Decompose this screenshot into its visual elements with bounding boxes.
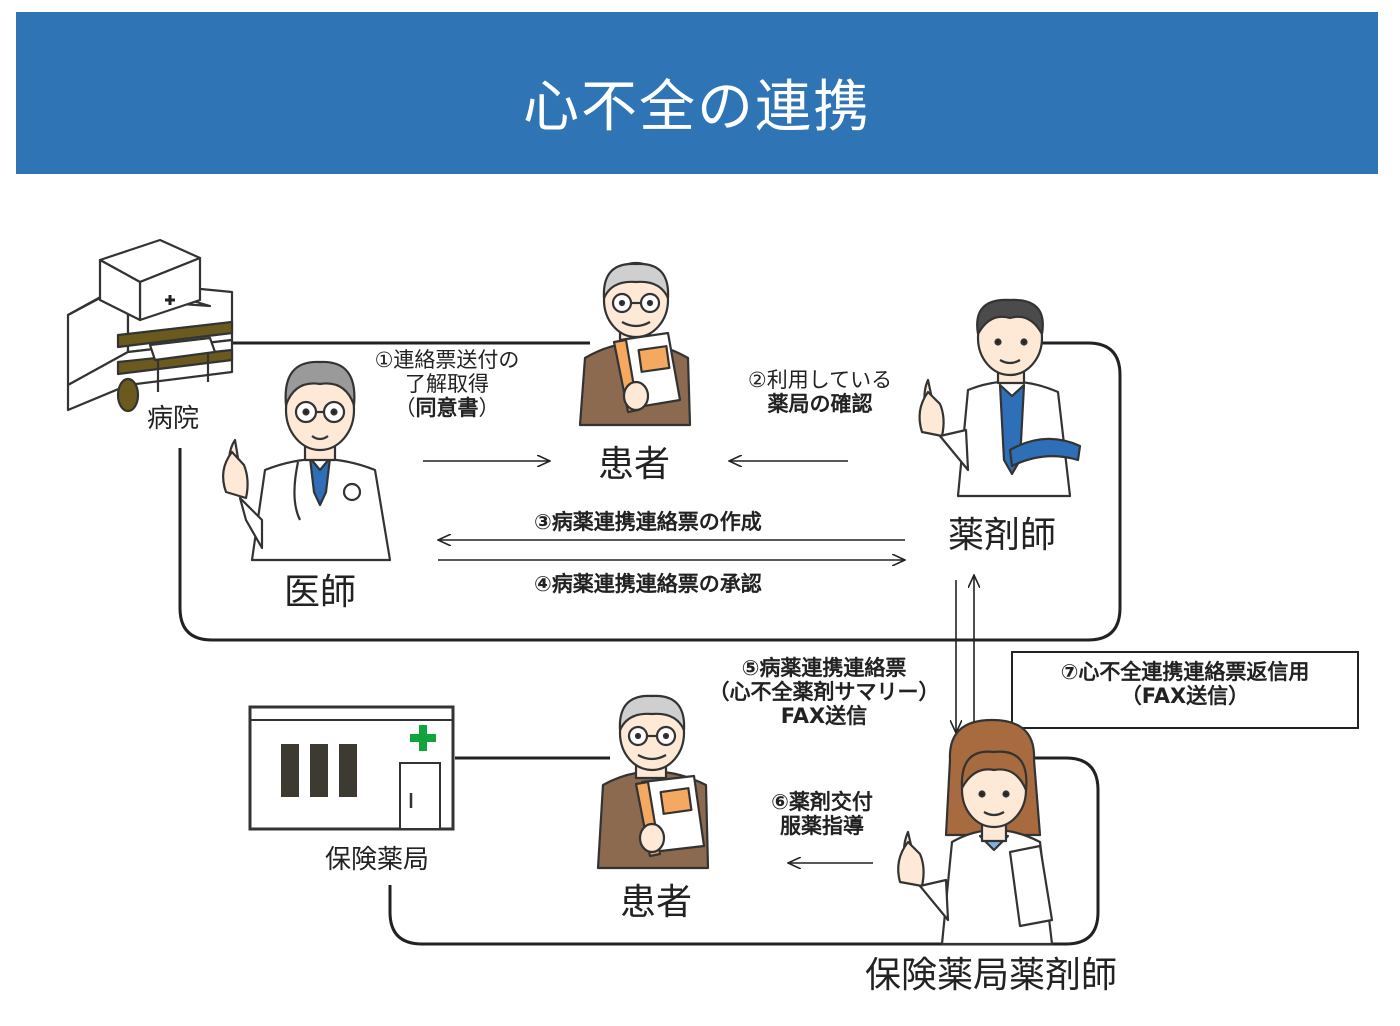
pharmacy-team-box — [388, 756, 1100, 946]
patient-top-figure — [578, 261, 692, 427]
pharmacy-label: 保険薬局 — [325, 845, 430, 875]
step5-line1: ⑤病薬連携連絡票 — [741, 656, 907, 680]
pharmacy-pharmacist-figure — [897, 718, 1054, 946]
step2-line1: ②利用している — [747, 368, 893, 392]
step5-line3: FAX送信 — [780, 704, 868, 729]
step7-label: ⑦心不全連携連絡票返信用 （FAX送信） — [1014, 660, 1356, 708]
doctor-label: 医師 — [284, 572, 357, 613]
pharmacist-figure — [918, 298, 1082, 498]
hospital-label: 病院 — [147, 404, 200, 434]
patient-bottom-figure — [596, 694, 710, 870]
step6-line2: 服薬指導 — [780, 814, 864, 839]
step6-label: ⑥薬剤交付 服薬指導 — [748, 790, 896, 838]
pharmacy-pharmacist-label: 保険薬局薬剤師 — [865, 955, 1118, 996]
step2-label: ②利用している 薬局の確認 — [735, 368, 905, 416]
step7-line1: ⑦心不全連携連絡票返信用 — [1060, 660, 1310, 684]
page-title: 心不全の連携 — [523, 75, 871, 140]
step6-line1: ⑥薬剤交付 — [771, 790, 873, 814]
step3-label: ③病薬連携連絡票の作成 — [534, 510, 762, 534]
step1-line2: 了解取得 — [405, 372, 489, 397]
step7-box — [1011, 651, 1359, 729]
pharmacy-building-icon — [248, 705, 455, 831]
step5-line2: （心不全薬剤サマリー） — [708, 680, 940, 705]
step4-label: ④病薬連携連絡票の承認 — [534, 572, 762, 596]
step1-line3: （同意書） — [394, 396, 500, 421]
step2-line2: 薬局の確認 — [767, 392, 873, 417]
hospital-building-icon — [66, 238, 234, 413]
patient-top-label: 患者 — [598, 444, 671, 485]
step5-label: ⑤病薬連携連絡票 （心不全薬剤サマリー） FAX送信 — [688, 656, 960, 728]
doctor-figure — [221, 360, 392, 562]
pharmacist-label: 薬剤師 — [948, 515, 1057, 556]
hospital-team-box — [178, 341, 1122, 642]
step1-line1: ①連絡票送付の — [374, 348, 520, 372]
patient-bottom-label: 患者 — [620, 882, 693, 923]
step7-line2: （FAX送信） — [1120, 684, 1250, 709]
title-banner: 心不全の連携 — [16, 12, 1378, 174]
step1-label: ①連絡票送付の 了解取得 （同意書） — [363, 348, 531, 420]
